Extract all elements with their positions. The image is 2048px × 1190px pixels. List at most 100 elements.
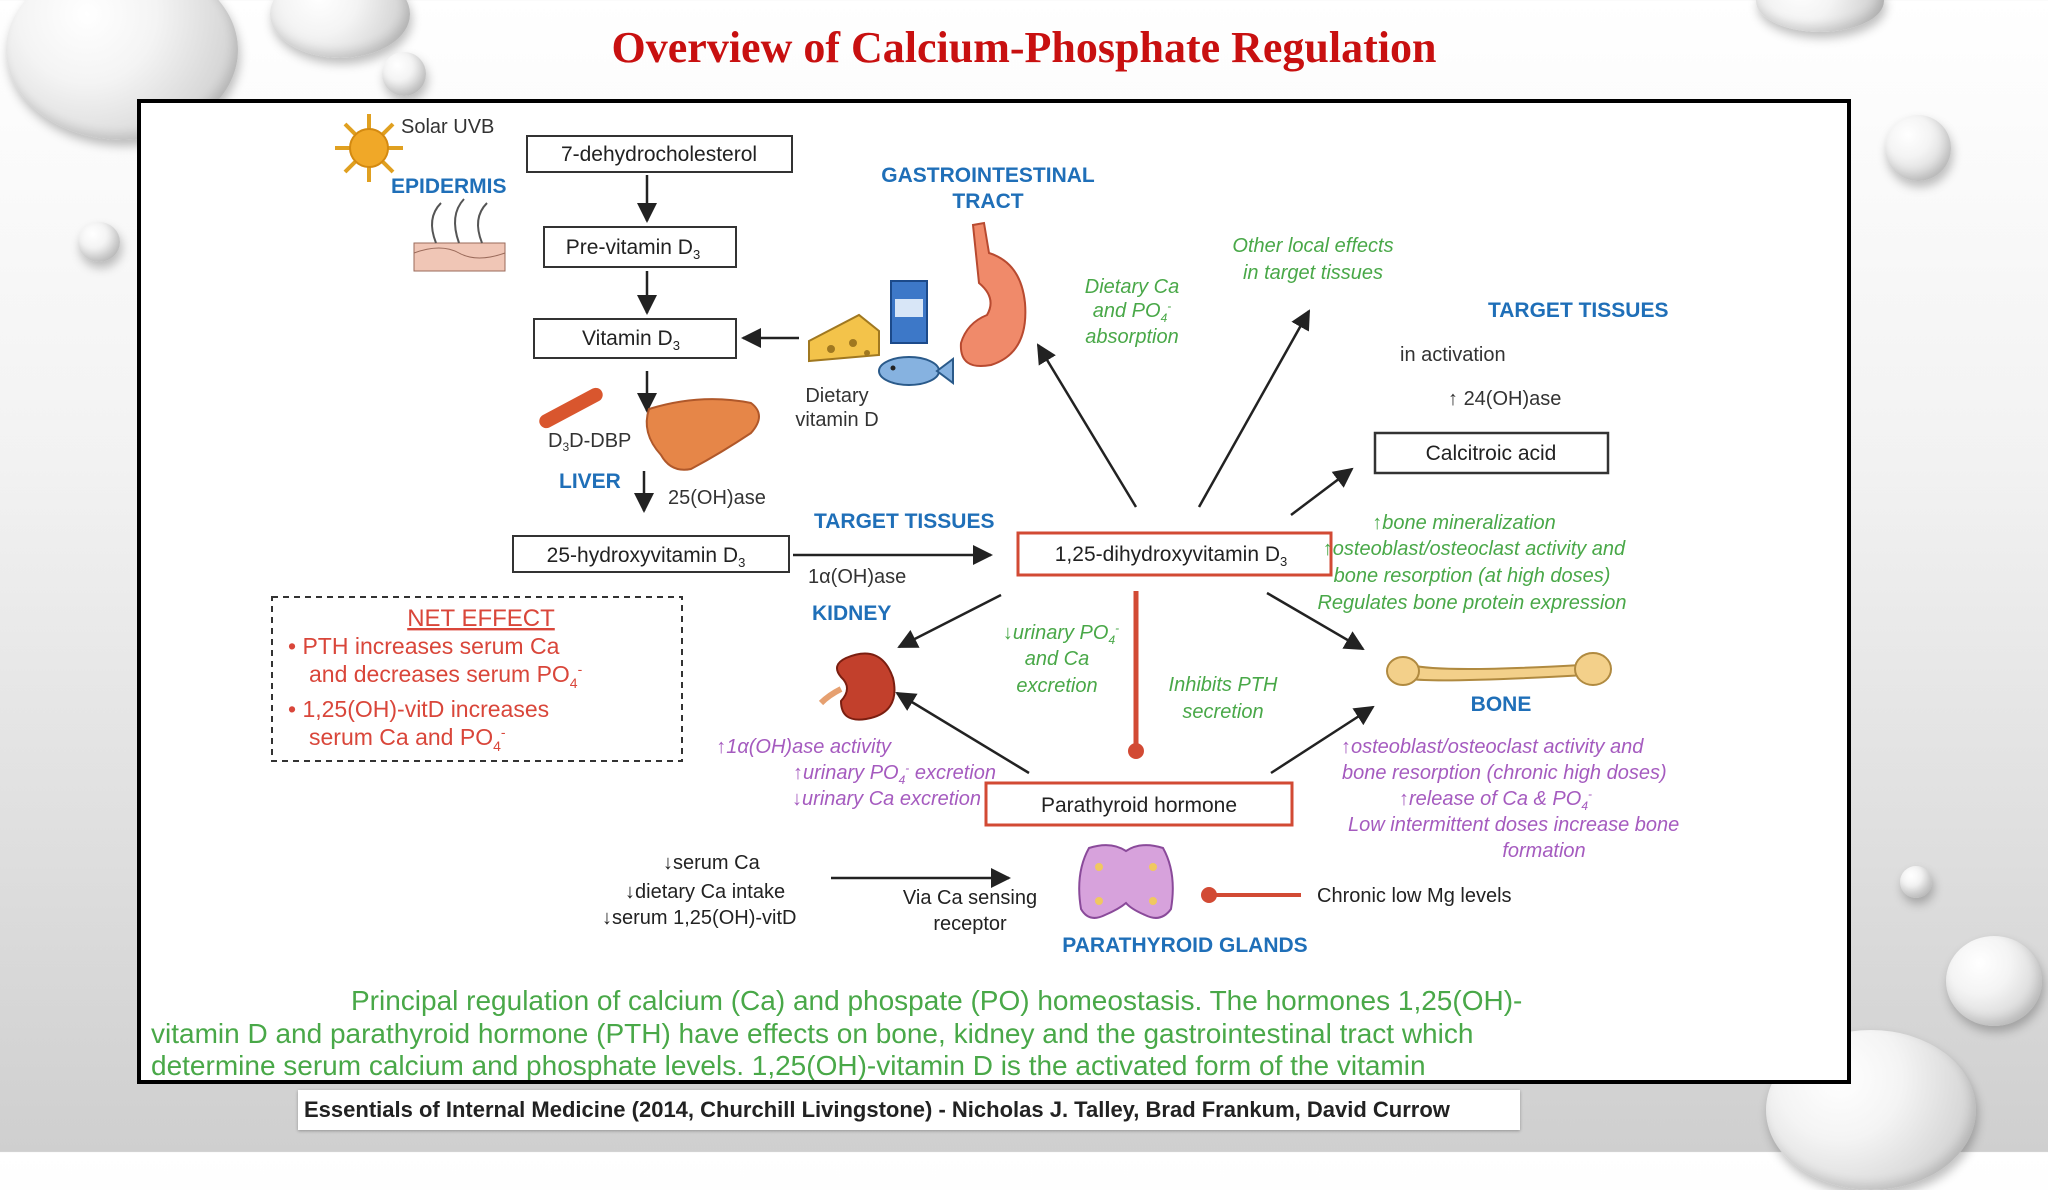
citation-box: Essentials of Internal Medicine (2014, C… [298, 1090, 1520, 1130]
bone-effect-2: osteoblast/osteoclast activity and [1333, 538, 1626, 560]
box-7-dehydrocholesterol [526, 135, 793, 173]
cheese-icon [808, 313, 880, 363]
urinary-label-3: excretion [1016, 675, 1097, 697]
net-effect-bullet2-line2: serum Ca and PO [309, 724, 493, 750]
svg-text:serum Ca and PO4-: serum Ca and PO4- [309, 724, 506, 754]
caption-line-3: determine serum calcium and phosphate le… [151, 1050, 1426, 1080]
svg-text:↑bone mineralization: ↑bone mineralization [1372, 512, 1555, 534]
box-1-25-dihydroxyvitamin-d [1016, 531, 1333, 577]
svg-text:1,25-dihydroxyvitamin D3: 1,25-dihydroxyvitamin D3 [1055, 543, 1288, 569]
box-calcitroic-acid-text: Calcitroic acid [1426, 442, 1557, 465]
arrow-to-gi [1036, 343, 1138, 508]
bone-effect-4: Regulates bone protein expression [1317, 592, 1626, 614]
urinary-label-2: and Ca [1025, 648, 1090, 670]
slide-title: Overview of Calcium-Phosphate Regulation [611, 23, 1437, 72]
liver-label: LIVER [559, 470, 621, 493]
solar-uvb-label: Solar UVB [401, 116, 494, 138]
absorption-label-3: absorption [1085, 326, 1178, 348]
skin-icon [413, 198, 506, 272]
1a-ohase-label: 1α(OH)ase [808, 566, 906, 588]
target-tissues-left-label: TARGET TISSUES [814, 510, 994, 533]
via-ca-label-1: Via Ca sensing [903, 887, 1037, 909]
box-25-hydroxyvitamin-d-text: 25-hydroxyvitamin D [547, 544, 738, 567]
svg-text:D3D-DBP: D3D-DBP [548, 430, 631, 454]
gi-tract-label-2: TRACT [952, 190, 1023, 213]
kidney-effect-1: 1α(OH)ase activity [726, 736, 892, 758]
kidney-effect-3: excretion [915, 762, 996, 784]
d3dbp-label: D-DBP [569, 430, 631, 452]
box-7-dehydrocholesterol-text: 7-dehydrocholesterol [561, 143, 757, 166]
parathyroid-gland-icon [1078, 844, 1174, 919]
stimulus-2: dietary Ca intake [635, 881, 785, 903]
bone-effect-1: bone mineralization [1382, 512, 1555, 534]
pth-bone-effect-4: Low intermittent doses increase bone [1348, 814, 1679, 836]
urinary-label-1: urinary PO [1013, 622, 1109, 644]
box-parathyroid-hormone [984, 781, 1294, 827]
other-local-label-1: Other local effects [1232, 235, 1393, 257]
dbp-capsule-icon [539, 387, 603, 429]
box-25-hydroxyvitamin-d [512, 535, 790, 573]
inhibit-dot-pth [1128, 743, 1144, 759]
box-1-25-dihydroxyvitamin-d-text: 1,25-dihydroxyvitamin D [1055, 543, 1280, 566]
svg-text:↓urinary Ca excretion: ↓urinary Ca excretion [792, 788, 981, 810]
target-tissues-right-label: TARGET TISSUES [1488, 299, 1668, 322]
gi-tract-label-1: GASTROINTESTINAL [881, 164, 1095, 187]
box-pre-vitamin-d-text: Pre-vitamin D [566, 236, 693, 259]
svg-text:Vitamin D3: Vitamin D3 [582, 327, 680, 353]
svg-text:• PTH increases serum Ca: • PTH increases serum Ca [288, 633, 560, 659]
stimulus-3: serum 1,25(OH)-vitD [612, 907, 796, 929]
net-effect-bullet1-line1: PTH increases serum Ca [302, 633, 559, 659]
pth-bone-effect-5: formation [1502, 840, 1585, 862]
kidney-icon [818, 652, 896, 721]
milk-carton-icon [890, 280, 928, 344]
water-drop-decoration [1946, 936, 2042, 1026]
svg-text:Pre-vitamin D3: Pre-vitamin D3 [566, 236, 700, 262]
bone-icon [1386, 652, 1612, 686]
svg-text:↓dietary Ca intake: ↓dietary Ca intake [625, 881, 785, 903]
bone-effect-3: bone resorption (at high doses) [1334, 565, 1611, 587]
25ohase-label: 25(OH)ase [668, 487, 766, 509]
net-effect-bullet2-line1: 1,25(OH)-vitD increases [302, 696, 549, 722]
calcium-phosphate-diagram: Solar UVB EPIDERMIS 7-dehydrocholesterol… [151, 114, 1679, 1080]
arrow-to-kidney [897, 593, 1002, 649]
svg-text:↓serum Ca: ↓serum Ca [663, 852, 761, 874]
svg-text:25-hydroxyvitamin D3: 25-hydroxyvitamin D3 [547, 544, 746, 570]
kidney-effect-2: urinary PO [803, 762, 899, 784]
absorption-label-2: and PO [1093, 300, 1161, 322]
water-drop-decoration [1885, 115, 1951, 181]
inhibits-pth-label-1: Inhibits PTH [1169, 674, 1278, 696]
box-pre-vitamin-d [543, 226, 737, 268]
chronic-mg-label: Chronic low Mg levels [1317, 885, 1512, 907]
kidney-label: KIDNEY [812, 602, 891, 625]
box-vitamin-d [533, 318, 737, 359]
svg-text:↓serum 1,25(OH)-vitD: ↓serum 1,25(OH)-vitD [602, 907, 796, 929]
svg-text:↑release of Ca & PO4-: ↑release of Ca & PO4- [1399, 787, 1592, 813]
bone-label: BONE [1471, 693, 1532, 716]
other-local-label-2: in target tissues [1243, 262, 1383, 284]
caption-line-1: Principal regulation of calcium (Ca) and… [351, 985, 1522, 1016]
kidney-effect-4: urinary Ca excretion [802, 788, 981, 810]
arrow-pth-to-bone [1270, 705, 1375, 775]
svg-text:and decreases serum PO4-: and decreases serum PO4- [309, 661, 583, 691]
diagram-frame: Solar UVB EPIDERMIS 7-dehydrocholesterol… [137, 99, 1851, 1084]
box-vitamin-d-text: Vitamin D [582, 327, 673, 350]
svg-text:and PO4-: and PO4- [1093, 299, 1172, 325]
svg-text:↑urinary PO4- excretion: ↑urinary PO4- excretion [793, 761, 996, 787]
net-effect-bullet1-line2: and decreases serum PO [309, 661, 570, 687]
stimulus-1: serum Ca [673, 852, 761, 874]
arrow-to-other-local [1197, 309, 1311, 508]
net-effect-heading: NET EFFECT [407, 605, 555, 632]
arrow-pth-to-kidney [895, 691, 1030, 775]
epidermis-label: EPIDERMIS [391, 175, 507, 198]
24ohase-label: 24(OH)ase [1464, 388, 1562, 410]
caption-line-2: vitamin D and parathyroid hormone (PTH) … [151, 1018, 1473, 1049]
absorption-label-1: Dietary Ca [1085, 276, 1179, 298]
svg-text:↑ 24(OH)ase: ↑ 24(OH)ase [1448, 388, 1561, 410]
box-parathyroid-hormone-text: Parathyroid hormone [1041, 794, 1237, 817]
water-drop-decoration [78, 222, 120, 262]
svg-text:• 1,25(OH)-vitD increases: • 1,25(OH)-vitD increases [288, 696, 549, 722]
arrow-to-bone [1266, 591, 1365, 651]
inhibits-pth-label-2: secretion [1182, 701, 1263, 723]
svg-text:↑osteoblast/osteoclast activit: ↑osteoblast/osteoclast activity and [1341, 736, 1644, 758]
water-drop-decoration [1900, 866, 1932, 898]
